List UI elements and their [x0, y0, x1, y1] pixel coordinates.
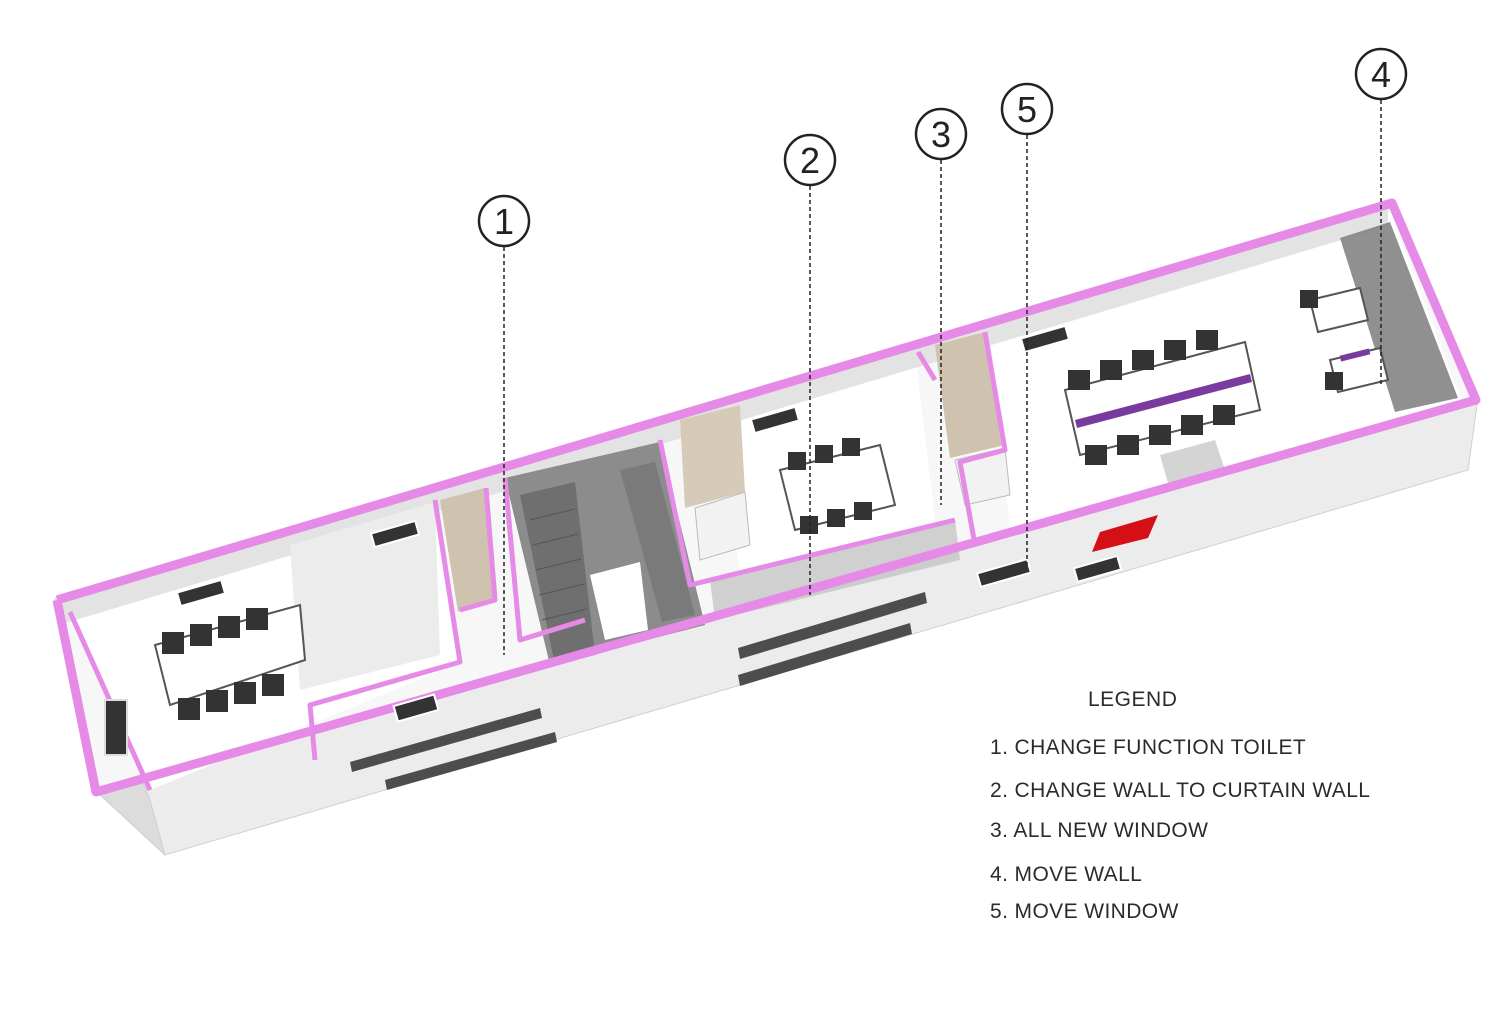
louvre [738, 592, 927, 659]
louvre [350, 708, 542, 772]
stair-core [541, 608, 588, 621]
callout-number: 2 [800, 140, 820, 181]
cut-wall [502, 477, 586, 643]
callout-3: 3 [914, 107, 968, 161]
cut-wall [307, 499, 463, 761]
cut-wall [657, 439, 956, 588]
stair-core [590, 562, 648, 640]
cut-wall [957, 331, 1008, 546]
cut-wall [915, 350, 938, 382]
callout-number: 1 [494, 201, 514, 242]
legend-title: LEGEND [1088, 688, 1178, 711]
toilet-room [680, 405, 745, 508]
chair [815, 445, 833, 463]
cut-wall [52, 198, 1481, 797]
stair-core [620, 462, 695, 622]
desk-accent [1339, 348, 1371, 362]
interior-window [749, 405, 801, 435]
chair [1100, 360, 1122, 380]
cut-wall [459, 487, 498, 613]
callout-circle [477, 194, 531, 248]
chair [206, 690, 228, 712]
toilet-room [935, 332, 1005, 458]
chair [234, 682, 256, 704]
callout-number: 4 [1371, 54, 1391, 95]
legend-item-1: 1. CHANGE FUNCTION TOILET [990, 736, 1307, 759]
chair [1196, 330, 1218, 350]
chair [262, 674, 284, 696]
toilet-room [694, 491, 751, 561]
chair [1117, 435, 1139, 455]
red-floor-marking [1092, 515, 1158, 552]
service-zone [1160, 440, 1225, 490]
legend-item-3: 3. ALL NEW WINDOW [990, 819, 1209, 842]
louvre [738, 623, 912, 686]
callout-circle [1354, 47, 1408, 101]
callout-circle [783, 133, 837, 187]
chair [190, 624, 212, 646]
legend-item-2: 2. CHANGE WALL TO CURTAIN WALL [990, 779, 1371, 802]
interior-wall-face [290, 502, 440, 690]
chair [1085, 445, 1107, 465]
chair [1181, 415, 1203, 435]
callout-5: 5 [1000, 82, 1054, 136]
chair [246, 608, 268, 630]
meeting-table-center [778, 438, 897, 534]
chair-row [1068, 330, 1235, 465]
toilet-room [440, 488, 495, 612]
chair [800, 516, 818, 534]
stair-core [520, 482, 595, 665]
stair-core [538, 583, 585, 596]
legend-item-5: 5. MOVE WINDOW [990, 900, 1179, 923]
callout-number: 5 [1017, 89, 1037, 130]
curtain-wall [710, 520, 960, 620]
chair [218, 616, 240, 638]
callout-number: 3 [931, 114, 951, 155]
chair [1325, 372, 1343, 390]
interior-window [175, 578, 227, 608]
callout-leaders [503, 100, 1382, 655]
chair [162, 632, 184, 654]
chair [178, 698, 200, 720]
chair [842, 438, 860, 456]
stair-core [535, 558, 582, 571]
meeting-table-left [153, 603, 307, 720]
glass-facade [1340, 222, 1458, 412]
callout-1: 1 [477, 194, 531, 248]
chair [788, 452, 806, 470]
chair [1068, 370, 1090, 390]
facade-window [104, 699, 128, 756]
chair [1149, 425, 1171, 445]
chair [1132, 350, 1154, 370]
legend-item-4: 4. MOVE WALL [990, 863, 1143, 886]
facade-window [975, 557, 1033, 589]
chair [854, 502, 872, 520]
stair-core [532, 533, 579, 546]
desk-divider [1075, 374, 1252, 428]
callout-4: 4 [1354, 47, 1408, 101]
callout-2: 2 [783, 133, 837, 187]
facade-window [392, 693, 440, 723]
stair-core [529, 508, 576, 521]
interior-window [1019, 324, 1071, 354]
chair [1213, 405, 1235, 425]
desk-small [1308, 286, 1370, 334]
chair [827, 509, 845, 527]
facade-window [1072, 554, 1123, 584]
interior-window [369, 519, 421, 549]
facade-louvres [350, 592, 927, 790]
louvre [385, 732, 557, 790]
chair [1164, 340, 1186, 360]
workstations [1063, 286, 1390, 465]
chair [1300, 290, 1318, 308]
callout-circle [914, 107, 968, 161]
callout-circle [1000, 82, 1054, 136]
